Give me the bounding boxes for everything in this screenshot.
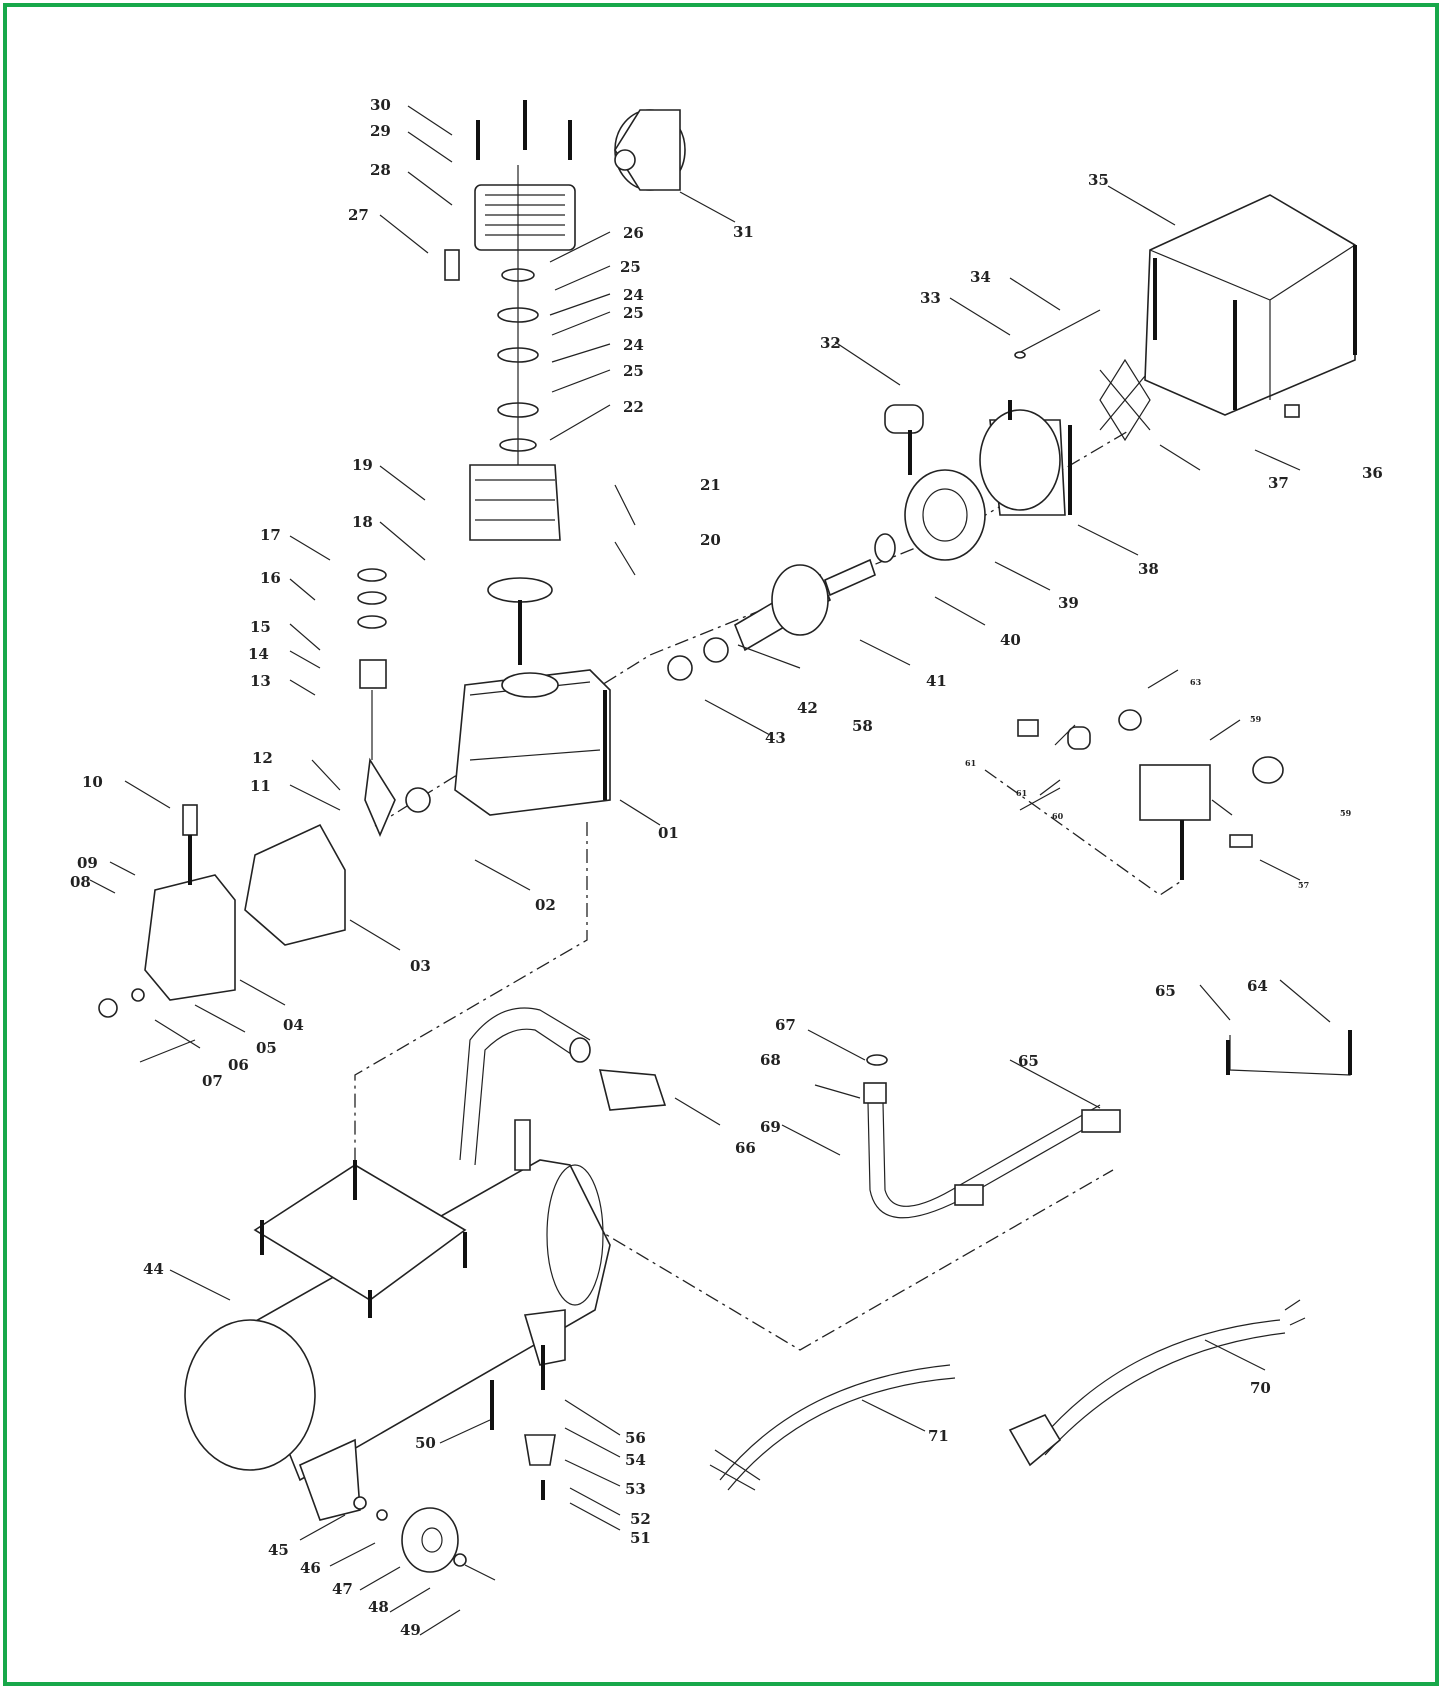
leader-lines <box>89 105 1331 1636</box>
part-label: 14 <box>248 645 269 663</box>
wheel-assembly <box>298 1309 566 1581</box>
part-label-small: 57 <box>1298 880 1309 890</box>
part-label: 64 <box>1247 977 1268 995</box>
part-label: 02 <box>535 896 556 914</box>
part-label: 09 <box>77 854 98 872</box>
motor-assembly <box>667 194 1357 681</box>
part-label: 03 <box>410 957 431 975</box>
part-label: 54 <box>625 1451 646 1469</box>
air-tank <box>184 1007 667 1482</box>
part-label: 44 <box>143 1260 164 1278</box>
part-label-small: 61 <box>1016 788 1027 798</box>
part-label-small: 60 <box>1052 811 1064 821</box>
motor-end-cap <box>614 109 686 191</box>
part-label: 22 <box>623 398 644 416</box>
part-label: 51 <box>630 1529 651 1547</box>
part-label: 48 <box>368 1598 389 1616</box>
part-label: 24 <box>623 286 644 304</box>
part-label: 65 <box>1155 982 1176 1000</box>
part-label: 47 <box>332 1580 353 1598</box>
part-label: 37 <box>1268 474 1289 492</box>
part-label: 58 <box>852 717 873 735</box>
part-label: 08 <box>70 873 91 891</box>
pressure-switch-group <box>1017 709 1284 880</box>
part-label: 53 <box>625 1480 646 1498</box>
part-label: 42 <box>797 699 818 717</box>
part-label-small: 59 <box>1250 714 1262 724</box>
part-label: 35 <box>1088 171 1109 189</box>
part-label: 65 <box>1018 1052 1039 1070</box>
part-label: 19 <box>352 456 373 474</box>
part-label: 20 <box>700 531 721 549</box>
part-label: 43 <box>765 729 786 747</box>
part-label-small: 63 <box>1190 677 1202 687</box>
part-label: 32 <box>820 334 841 352</box>
part-label: 24 <box>623 336 644 354</box>
part-label: 38 <box>1138 560 1159 578</box>
part-label: 31 <box>733 223 754 241</box>
part-label: 33 <box>920 289 941 307</box>
part-label-small: 61 <box>965 758 976 768</box>
side-cover <box>98 804 346 1018</box>
part-label: 18 <box>352 513 373 531</box>
part-label: 39 <box>1058 594 1079 612</box>
part-label: 27 <box>348 206 369 224</box>
part-label: 69 <box>760 1118 781 1136</box>
part-label: 17 <box>260 526 281 544</box>
part-label: 68 <box>760 1051 781 1069</box>
part-label: 46 <box>300 1559 321 1577</box>
part-label: 25 <box>623 304 644 322</box>
part-label: 13 <box>250 672 271 690</box>
part-label: 16 <box>260 569 281 587</box>
part-label: 07 <box>202 1072 223 1090</box>
part-label: 04 <box>283 1016 304 1034</box>
part-label: 25 <box>623 362 644 380</box>
part-label: 67 <box>775 1016 796 1034</box>
cylinder-head-assembly <box>444 100 576 665</box>
piston-rod-assembly <box>357 568 431 838</box>
part-label: 66 <box>735 1139 756 1157</box>
part-label: 25 <box>620 258 641 276</box>
part-labels: 30 29 28 27 26 25 24 25 24 25 22 31 35 3… <box>70 96 1383 1639</box>
part-label: 15 <box>250 618 271 636</box>
part-label: 71 <box>928 1427 949 1445</box>
part-label: 11 <box>250 777 271 795</box>
part-label: 28 <box>370 161 391 179</box>
power-cords <box>709 1299 1306 1491</box>
part-label: 36 <box>1362 464 1383 482</box>
capacitor <box>884 309 1101 475</box>
crankcase <box>454 669 611 816</box>
part-label: 30 <box>370 96 391 114</box>
part-label: 26 <box>623 224 644 242</box>
discharge-tube <box>863 1030 1352 1219</box>
part-label: 50 <box>415 1434 436 1452</box>
part-label: 45 <box>268 1541 289 1559</box>
part-label: 40 <box>1000 631 1021 649</box>
part-label: 52 <box>630 1510 651 1528</box>
part-label: 21 <box>700 476 721 494</box>
part-label: 70 <box>1250 1379 1271 1397</box>
part-label: 10 <box>82 773 103 791</box>
part-label: 05 <box>256 1039 277 1057</box>
part-label: 01 <box>658 824 679 842</box>
part-label: 56 <box>625 1429 646 1447</box>
part-label-small: 59 <box>1340 808 1352 818</box>
part-label: 29 <box>370 122 391 140</box>
part-label: 06 <box>228 1056 249 1074</box>
part-label: 12 <box>252 749 273 767</box>
part-label: 34 <box>970 268 991 286</box>
part-label: 41 <box>926 672 947 690</box>
part-label: 49 <box>400 1621 421 1639</box>
